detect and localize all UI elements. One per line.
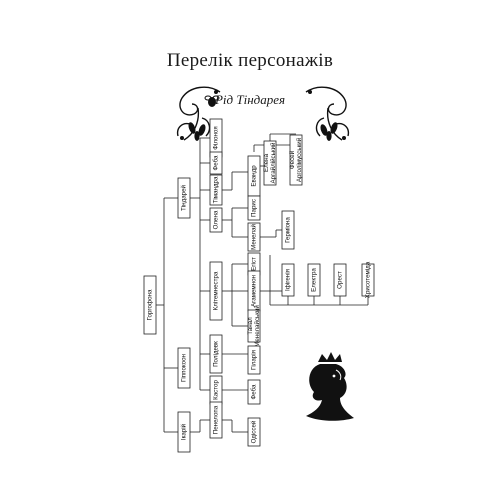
person-box-gen3-4: Агамемнон [247,270,261,312]
person-name: Гіларія [251,350,258,370]
person-box-gen2-5: Полідевк [209,334,223,374]
person-name: Елена [263,153,270,172]
person-box-gen4-3: Іфігенія [281,263,295,297]
floral-flourish-icon [176,86,221,141]
person-box-gen1-2: Ікарій [177,411,191,453]
person-box-gen3-0: Евандр [247,155,261,197]
person-name: Менелайський [254,305,261,347]
person-box-gen2-0: Філоноя [209,118,223,158]
person-name: Ікарій [181,423,188,440]
person-box-gen3-6: Гіларія [247,345,261,375]
bee-icon [204,95,220,107]
person-name: Одіссей [251,420,258,443]
person-box-gen1-0: Тіндарей [177,177,191,219]
person-name: Електра [311,268,318,292]
person-box-gen3-7: Феба [247,379,261,405]
person-box-gen3-1: Парис [247,195,261,221]
person-name: Егіст [251,257,258,271]
person-box-gen4-5: Орест [333,263,347,297]
person-name: Кастор [213,380,220,400]
person-box-gen2-3: Клітемнестра [209,261,223,321]
person-name: Хрисотеміда [365,261,372,298]
person-name: Олена [213,210,220,229]
person-name: Клітемнестра [213,271,220,310]
person-name: Агамемнон [251,275,258,307]
person-name: Гіппокоон [181,354,188,382]
person-name: Пенелопа [213,405,220,434]
person-box-gen4-2: Гермiона [281,210,295,250]
person-name: Фесей [289,150,296,169]
person-box-gen2-1: Феба [209,151,223,175]
person-name: Евандр [251,165,258,187]
person-name: Тіндарей [181,184,188,211]
person-box-gen2-2: Тімандра [209,174,223,206]
person-name: Аргайлійський [270,142,277,184]
person-name: Орест [337,271,344,289]
person-box-gen4-6: Хрисотеміда [361,261,375,298]
person-box-gen2-7: Пенелопа [209,401,223,439]
person-name: Менелай [251,224,258,250]
person-name: Полідевк [213,341,220,367]
person-name: Іфігенія [285,269,292,291]
person-box-gen4-4: Електра [307,263,321,297]
person-name: Арголімусський [296,137,303,182]
person-box-gen3-2: Менелай [247,222,261,252]
person-box-root: Горгофона [143,275,157,335]
person-name: Феба [251,384,258,399]
person-name: Гермiона [285,217,292,243]
person-box-gen1-1: Гіппокоон [177,347,191,389]
person-box-gen2-6: Кастор [209,375,223,405]
person-name: Феба [213,155,220,170]
crowned-woman-profile-icon [306,352,354,421]
person-name: Філоноя [213,126,220,149]
person-box-gen2-4: Олена [209,207,223,233]
floral-flourish-icon [305,86,350,141]
person-name: Танал [247,317,254,335]
person-name: Тімандра [213,176,220,203]
person-name: Горгофона [147,289,154,320]
page-title: Перелік персонажів [166,50,334,71]
person-name: Парис [251,199,258,217]
family-subtitle: Рід Тіндарея [214,92,286,107]
person-box-gen3-8: Одіссей [247,417,261,447]
